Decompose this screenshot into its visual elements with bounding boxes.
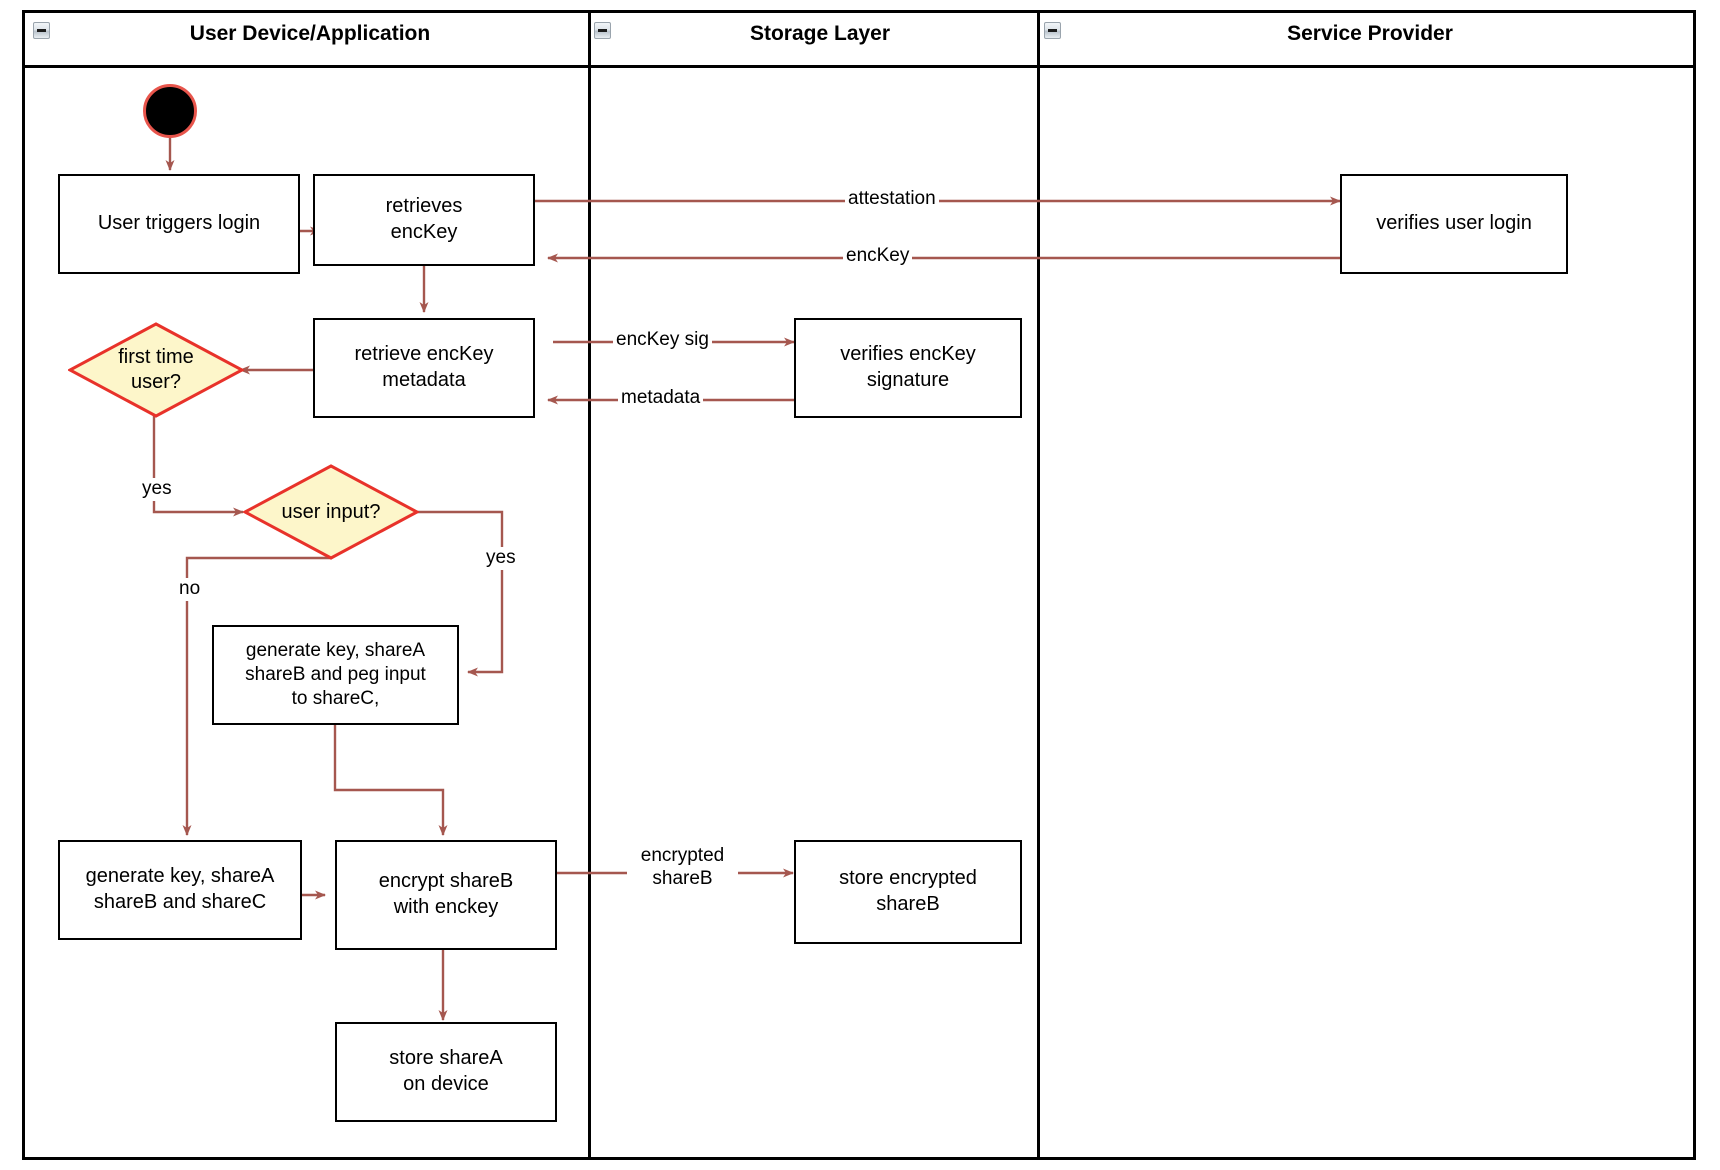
edge-label-enckey-sig: encKey sig xyxy=(613,329,712,352)
edge-label-user-input-yes: yes xyxy=(483,547,519,570)
edge-label-enckey: encKey xyxy=(843,245,913,268)
activity-retrieve-enckey-metadata[interactable]: retrieve encKey metadata xyxy=(313,318,535,418)
activity-user-triggers-login[interactable]: User triggers login xyxy=(58,174,300,274)
activity-verifies-enckey-signature[interactable]: verifies encKey signature xyxy=(794,318,1022,418)
activity-generate-key-shares[interactable]: generate key, shareA shareB and shareC xyxy=(58,840,302,940)
decision-user-input-label: user input? xyxy=(281,500,381,523)
decision-user-input[interactable]: user input? xyxy=(243,464,419,560)
edge-label-attestation: attestation xyxy=(845,188,939,211)
activity-generate-key-peg-input[interactable]: generate key, shareA shareB and peg inpu… xyxy=(212,625,459,725)
activity-encrypt-shareb[interactable]: encrypt shareB with enckey xyxy=(335,840,557,950)
collapse-minus-icon-service-provider[interactable] xyxy=(1044,22,1061,39)
lane-title-user-device: User Device/Application xyxy=(189,22,431,45)
activity-verifies-user-login[interactable]: verifies user login xyxy=(1340,174,1568,274)
lane-title-storage-layer: Storage Layer xyxy=(749,22,891,45)
edge-label-first-time-yes: yes xyxy=(139,478,175,501)
decision-first-time-user-label: first time user? xyxy=(118,346,194,393)
lane-header-rule xyxy=(25,65,1693,68)
edge-label-user-input-no: no xyxy=(176,578,204,601)
start-node xyxy=(143,84,197,138)
lane-title-service-provider: Service Provider xyxy=(1287,22,1453,45)
lane-divider-1 xyxy=(588,13,591,1157)
edge-label-encrypted-shareb: encrypted shareB xyxy=(627,845,738,891)
activity-retrieves-enckey[interactable]: retrieves encKey xyxy=(313,174,535,266)
activity-store-encrypted-shareb[interactable]: store encrypted shareB xyxy=(794,840,1022,944)
collapse-minus-icon-user-device[interactable] xyxy=(33,22,50,39)
decision-first-time-user[interactable]: first time user? xyxy=(68,322,244,418)
lane-divider-2 xyxy=(1037,13,1040,1157)
edge-label-metadata: metadata xyxy=(618,387,704,410)
collapse-minus-icon-storage-layer[interactable] xyxy=(594,22,611,39)
activity-store-sharea-on-device[interactable]: store shareA on device xyxy=(335,1022,557,1122)
